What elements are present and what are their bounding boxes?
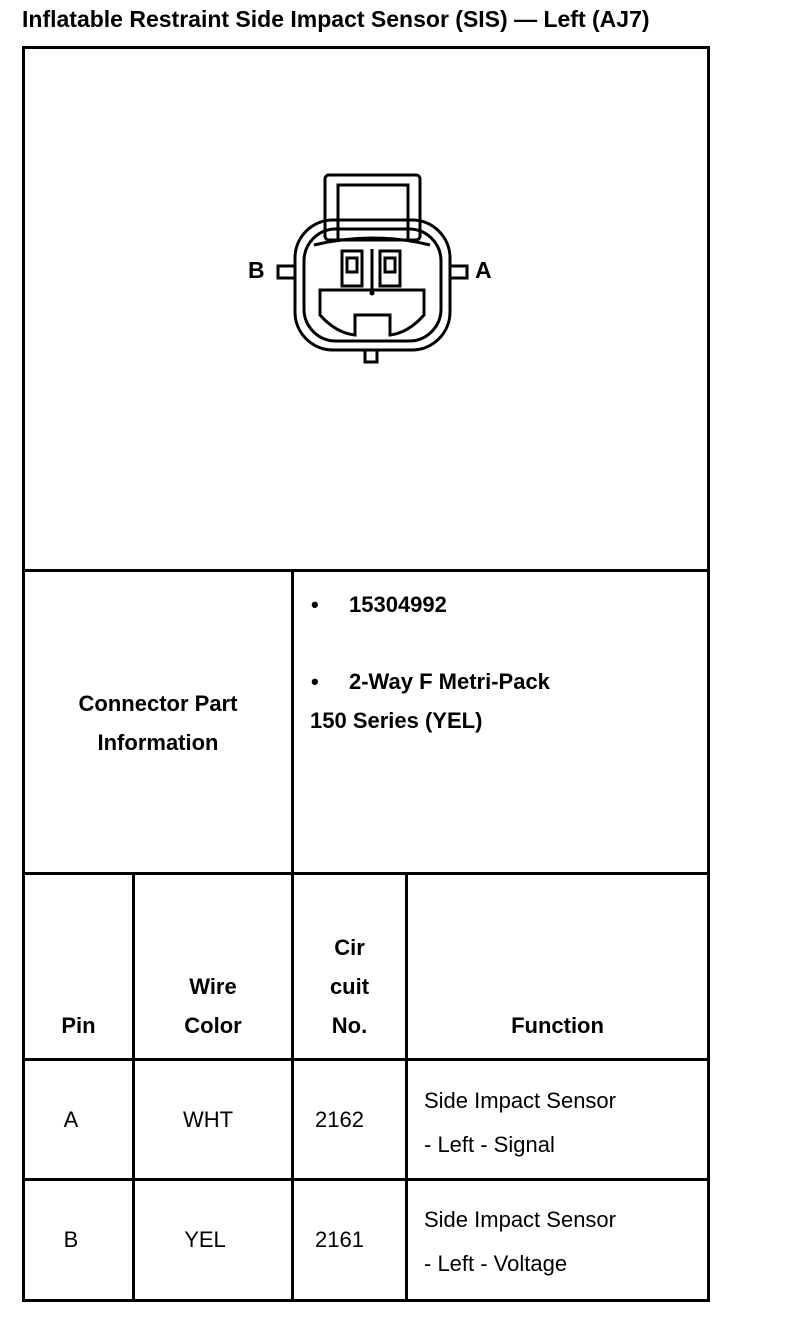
pin-label-b: B	[248, 257, 265, 283]
pin-label-a: A	[475, 257, 492, 283]
divider	[22, 1178, 710, 1181]
connector-type: 2-Way F Metri-Pack	[349, 669, 550, 694]
connector-series: 150 Series (YEL)	[310, 708, 483, 733]
row-b-pin: B	[63, 1227, 79, 1252]
row-b-function: Side Impact Sensor - Left - Voltage	[424, 1207, 616, 1276]
connector-info-label: Connector Part Information	[78, 691, 238, 755]
header-function: Function	[511, 1013, 604, 1038]
header-wire-color: Wire Color	[184, 974, 242, 1038]
divider	[291, 569, 294, 1302]
divider	[22, 569, 710, 572]
divider	[22, 1058, 710, 1061]
row-b-wire-color: YEL	[184, 1227, 226, 1252]
row-a-circuit: 2162	[315, 1107, 364, 1132]
header-pin: Pin	[61, 1013, 96, 1038]
divider	[405, 872, 408, 1302]
bullet-icon: •	[311, 669, 319, 694]
connector-part-number: 15304992	[349, 592, 447, 617]
divider	[132, 872, 135, 1302]
row-b-circuit: 2161	[315, 1227, 364, 1252]
row-a-function: Side Impact Sensor - Left - Signal	[424, 1088, 616, 1157]
connector-diagram	[276, 173, 469, 364]
page-title: Inflatable Restraint Side Impact Sensor …	[22, 6, 650, 32]
table-frame	[22, 46, 710, 1302]
row-a-pin: A	[63, 1107, 79, 1132]
bullet-icon: •	[311, 592, 319, 617]
header-circuit: Cir cuit No.	[329, 935, 370, 1038]
row-a-wire-color: WHT	[182, 1107, 234, 1132]
divider	[22, 872, 710, 875]
